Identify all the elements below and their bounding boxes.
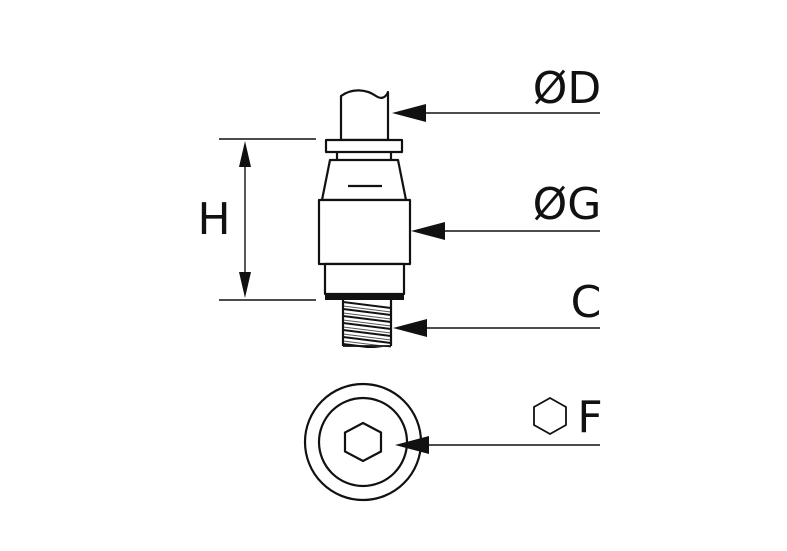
tube <box>339 89 390 142</box>
collet-ring <box>324 138 404 154</box>
leader-thread <box>393 319 600 337</box>
label-hex: F <box>577 392 602 443</box>
base-seal <box>325 294 404 300</box>
inner-circle <box>317 396 409 488</box>
label-diameter-d: ØD <box>533 63 602 114</box>
outer-circle <box>303 382 423 502</box>
upper-body <box>320 158 408 202</box>
label-diameter-g: ØG <box>533 179 602 230</box>
height-arrow-top <box>239 141 251 167</box>
hexagon-icon <box>533 396 567 436</box>
label-height: H <box>197 194 230 245</box>
height-dimension <box>219 138 316 301</box>
fitting-end-view <box>303 382 423 502</box>
leader-diameter-d <box>392 104 600 122</box>
leader-diameter-g <box>411 222 600 240</box>
fitting-side-view <box>317 89 412 348</box>
hex-base <box>323 262 406 296</box>
height-arrow-bottom <box>239 272 251 298</box>
thread <box>343 300 391 348</box>
label-thread: C <box>571 277 602 328</box>
leader-hex <box>395 436 600 454</box>
main-body <box>317 198 412 266</box>
hex-socket <box>343 421 383 463</box>
